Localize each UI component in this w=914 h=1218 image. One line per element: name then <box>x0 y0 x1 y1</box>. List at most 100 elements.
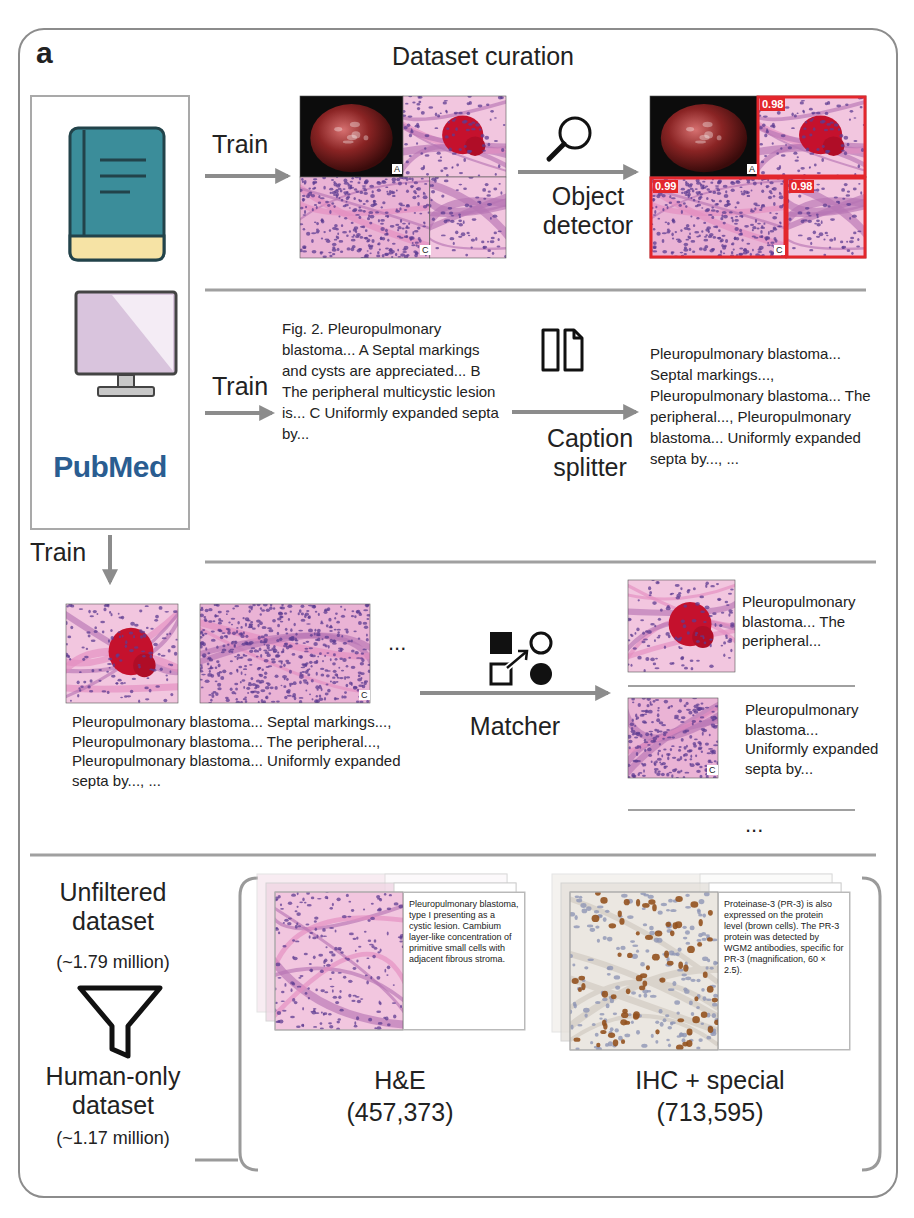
micrograph <box>70 700 72 702</box>
micrograph <box>637 656 641 660</box>
micrograph <box>417 195 419 197</box>
micrograph <box>305 690 307 692</box>
micrograph <box>456 189 459 191</box>
micrograph <box>373 203 377 206</box>
micrograph <box>98 680 101 682</box>
micrograph <box>816 236 820 238</box>
micrograph <box>346 201 348 203</box>
micrograph <box>89 690 93 693</box>
micrograph <box>200 679 203 681</box>
micrograph <box>666 607 671 611</box>
micrograph <box>220 676 224 680</box>
micrograph <box>723 222 726 225</box>
micrograph <box>775 213 778 215</box>
image-frame <box>758 96 866 177</box>
micrograph <box>107 663 112 665</box>
micrograph <box>431 177 436 181</box>
micrograph <box>125 644 127 648</box>
micrograph <box>400 219 402 223</box>
image-frame <box>300 177 430 258</box>
micrograph <box>313 605 316 608</box>
micrograph <box>812 118 814 120</box>
micrograph <box>503 124 506 126</box>
micrograph <box>680 252 684 254</box>
micrograph <box>323 255 327 258</box>
micrograph <box>289 636 294 640</box>
micrograph <box>692 189 695 192</box>
micrograph <box>363 192 367 195</box>
micrograph <box>222 648 227 651</box>
micrograph <box>743 248 747 252</box>
micrograph <box>478 175 480 177</box>
micrograph <box>418 237 421 241</box>
micrograph <box>852 215 857 218</box>
micrograph <box>281 685 283 687</box>
micrograph <box>259 674 263 678</box>
micrograph <box>341 695 343 698</box>
micrograph <box>675 584 680 587</box>
micrograph <box>680 587 682 590</box>
micrograph <box>222 669 226 673</box>
micrograph <box>827 205 830 207</box>
micrograph <box>687 589 690 591</box>
micrograph <box>132 678 136 680</box>
micrograph <box>77 680 80 684</box>
micrograph <box>269 606 273 610</box>
micrograph <box>728 613 730 616</box>
micrograph <box>265 651 270 654</box>
micrograph <box>482 150 486 152</box>
micrograph <box>693 224 695 227</box>
micrograph <box>208 694 211 696</box>
micrograph <box>352 209 357 212</box>
micrograph <box>102 690 107 692</box>
micrograph <box>368 669 370 672</box>
micrograph <box>78 687 80 689</box>
section-divider <box>30 854 876 857</box>
micrograph <box>200 666 203 670</box>
micrograph <box>363 210 366 213</box>
micrograph <box>404 209 407 211</box>
micrograph <box>303 214 306 216</box>
micrograph <box>713 236 717 239</box>
micrograph <box>650 181 786 223</box>
micrograph <box>146 627 149 629</box>
flow-arrow <box>420 691 608 695</box>
micrograph <box>719 624 722 627</box>
micrograph <box>234 683 238 685</box>
micrograph <box>652 198 654 202</box>
micrograph <box>335 658 338 661</box>
micrograph <box>426 173 429 176</box>
micrograph <box>404 143 407 146</box>
micrograph <box>698 201 700 203</box>
bracket <box>862 878 880 1170</box>
micrograph <box>816 213 819 215</box>
micrograph <box>332 253 335 255</box>
micrograph <box>822 145 825 148</box>
micrograph <box>845 103 848 105</box>
splitter-icon <box>565 330 582 370</box>
micrograph <box>249 624 253 628</box>
micrograph <box>755 205 760 207</box>
micrograph <box>200 664 203 666</box>
micrograph <box>453 242 455 245</box>
micrograph <box>731 217 734 219</box>
micrograph <box>358 674 361 677</box>
micrograph <box>262 668 264 670</box>
micrograph <box>68 655 70 658</box>
micrograph <box>366 618 369 620</box>
micrograph <box>858 164 860 168</box>
micrograph <box>126 695 131 697</box>
micrograph <box>335 698 339 700</box>
micrograph <box>734 219 739 222</box>
micrograph <box>408 116 413 118</box>
micrograph <box>758 96 866 177</box>
micrograph <box>780 147 782 150</box>
micrograph <box>334 629 337 631</box>
micrograph <box>358 684 363 687</box>
micrograph <box>679 647 683 649</box>
micrograph <box>333 205 335 208</box>
micrograph <box>281 661 283 664</box>
micrograph <box>498 164 500 168</box>
micrograph <box>834 123 839 127</box>
micrograph <box>850 237 854 240</box>
